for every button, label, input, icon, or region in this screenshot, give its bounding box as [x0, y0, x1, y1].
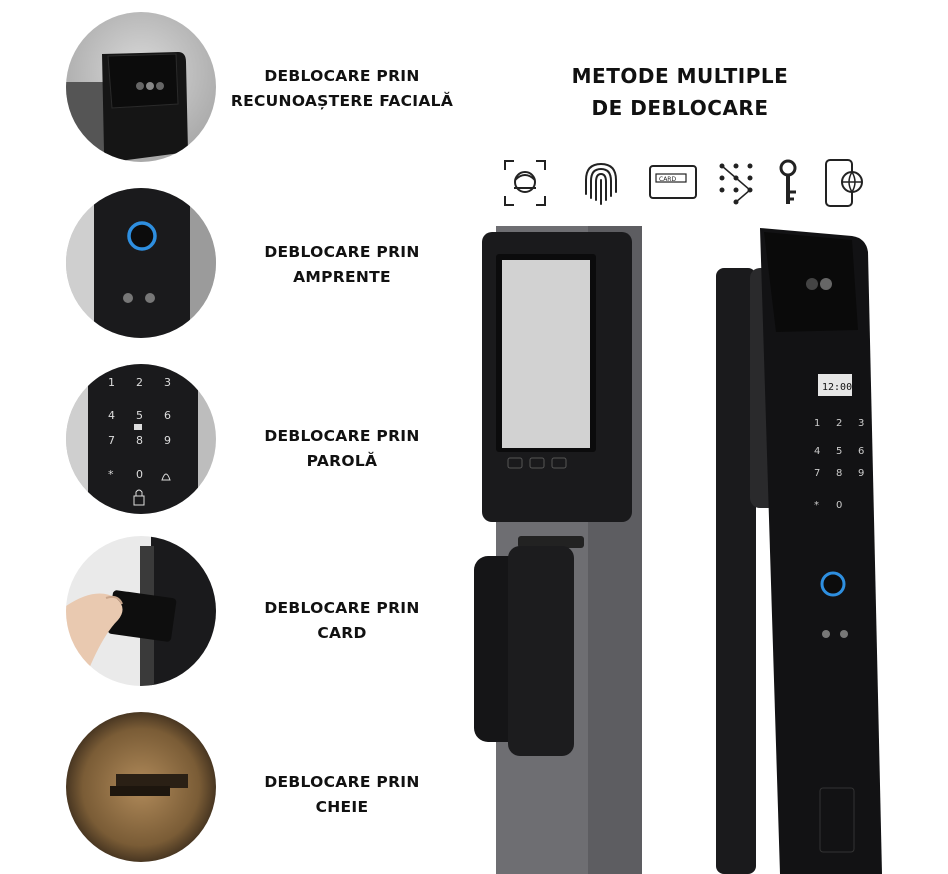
- method-label-key: DEBLOCARE PRIN CHEIE: [264, 773, 420, 816]
- smart-lock-side: 12:00 1 2 3 4 5 6 7 8 9 * 0: [716, 228, 882, 874]
- title-line-2: DE DEBLOCARE: [591, 96, 769, 120]
- svg-text:6: 6: [858, 446, 864, 457]
- svg-text:6: 6: [164, 409, 171, 422]
- svg-text:5: 5: [136, 409, 143, 422]
- dot-matrix-icon: [719, 163, 753, 205]
- svg-text:1: 1: [108, 376, 115, 389]
- card-icon-text: CARD: [659, 176, 676, 183]
- svg-text:5: 5: [836, 446, 842, 457]
- smart-lock-front: [474, 226, 642, 874]
- svg-text:*: *: [108, 468, 114, 481]
- screen-time: 12:00: [822, 382, 852, 393]
- title-line-1: METODE MULTIPLE: [571, 64, 789, 88]
- card-photo: [66, 536, 216, 686]
- fingerprint-icon: [585, 162, 617, 205]
- method-label-card: DEBLOCARE PRIN CARD: [264, 599, 420, 642]
- keypad-photo: 1 2 3 4 5 6 7 8 9 * 0: [66, 364, 216, 514]
- svg-text:0: 0: [136, 468, 143, 481]
- svg-text:*: *: [814, 500, 819, 511]
- fingerprint-photo: [66, 188, 216, 338]
- card-icon: CARD: [649, 165, 697, 199]
- svg-text:3: 3: [858, 418, 864, 429]
- key-cylinder-photo: [66, 712, 216, 862]
- svg-text:8: 8: [836, 468, 842, 479]
- face-recognition-photo: [66, 12, 216, 162]
- svg-text:0: 0: [836, 500, 842, 511]
- method-label-password: DEBLOCARE PRIN PAROLĂ: [264, 427, 420, 470]
- svg-text:2: 2: [136, 376, 143, 389]
- svg-text:3: 3: [164, 376, 171, 389]
- svg-text:9: 9: [858, 468, 864, 479]
- method-label-fingerprint: DEBLOCARE PRIN AMPRENTE: [264, 243, 420, 286]
- svg-text:8: 8: [136, 434, 143, 447]
- svg-text:9: 9: [164, 434, 171, 447]
- svg-text:1: 1: [814, 418, 820, 429]
- svg-text:2: 2: [836, 418, 842, 429]
- svg-text:4: 4: [108, 409, 115, 422]
- svg-text:4: 4: [814, 446, 820, 457]
- method-label-face: DEBLOCARE PRIN RECUNOAȘTERE FACIALĂ: [230, 67, 454, 110]
- key-icon: [779, 159, 797, 204]
- page-title: METODE MULTIPLE DE DEBLOCARE: [540, 60, 820, 124]
- svg-text:7: 7: [814, 468, 820, 479]
- face-scan-icon: [504, 160, 546, 206]
- svg-text:7: 7: [108, 434, 115, 447]
- phone-globe-icon: [825, 159, 863, 207]
